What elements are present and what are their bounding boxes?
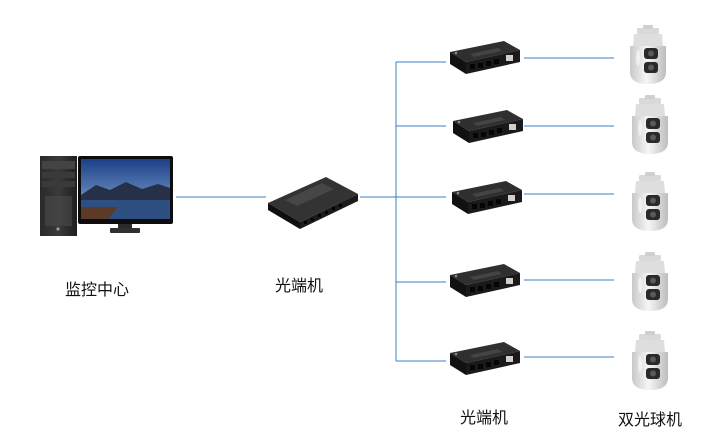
monitoring-center-label: 监控中心	[65, 280, 130, 299]
remote-optical-transceiver-3	[452, 181, 522, 214]
pc-tower	[40, 156, 77, 236]
remote-optical-transceiver-5	[450, 342, 520, 375]
remote-optical-transceiver-4	[450, 264, 520, 297]
dual-spectrum-camera-4	[632, 252, 668, 311]
dual-spectrum-camera-2	[632, 95, 668, 154]
dual-spectrum-cameras-label: 双光球机	[618, 410, 683, 429]
dual-spectrum-camera-1	[630, 25, 666, 84]
central-optical-transceiver	[268, 177, 358, 229]
dual-spectrum-camera-5	[632, 331, 668, 390]
dual-spectrum-camera-3	[632, 172, 668, 231]
connection-lines	[176, 57, 614, 362]
remote-optical-transceiver-2	[453, 110, 523, 143]
monitor-display	[78, 156, 173, 233]
remote-optical-transceiver-1	[450, 41, 520, 74]
remote-transceivers-label: 光端机	[460, 408, 509, 427]
central-transceiver-label: 光端机	[275, 276, 324, 295]
monitoring-center-computer	[40, 156, 173, 236]
